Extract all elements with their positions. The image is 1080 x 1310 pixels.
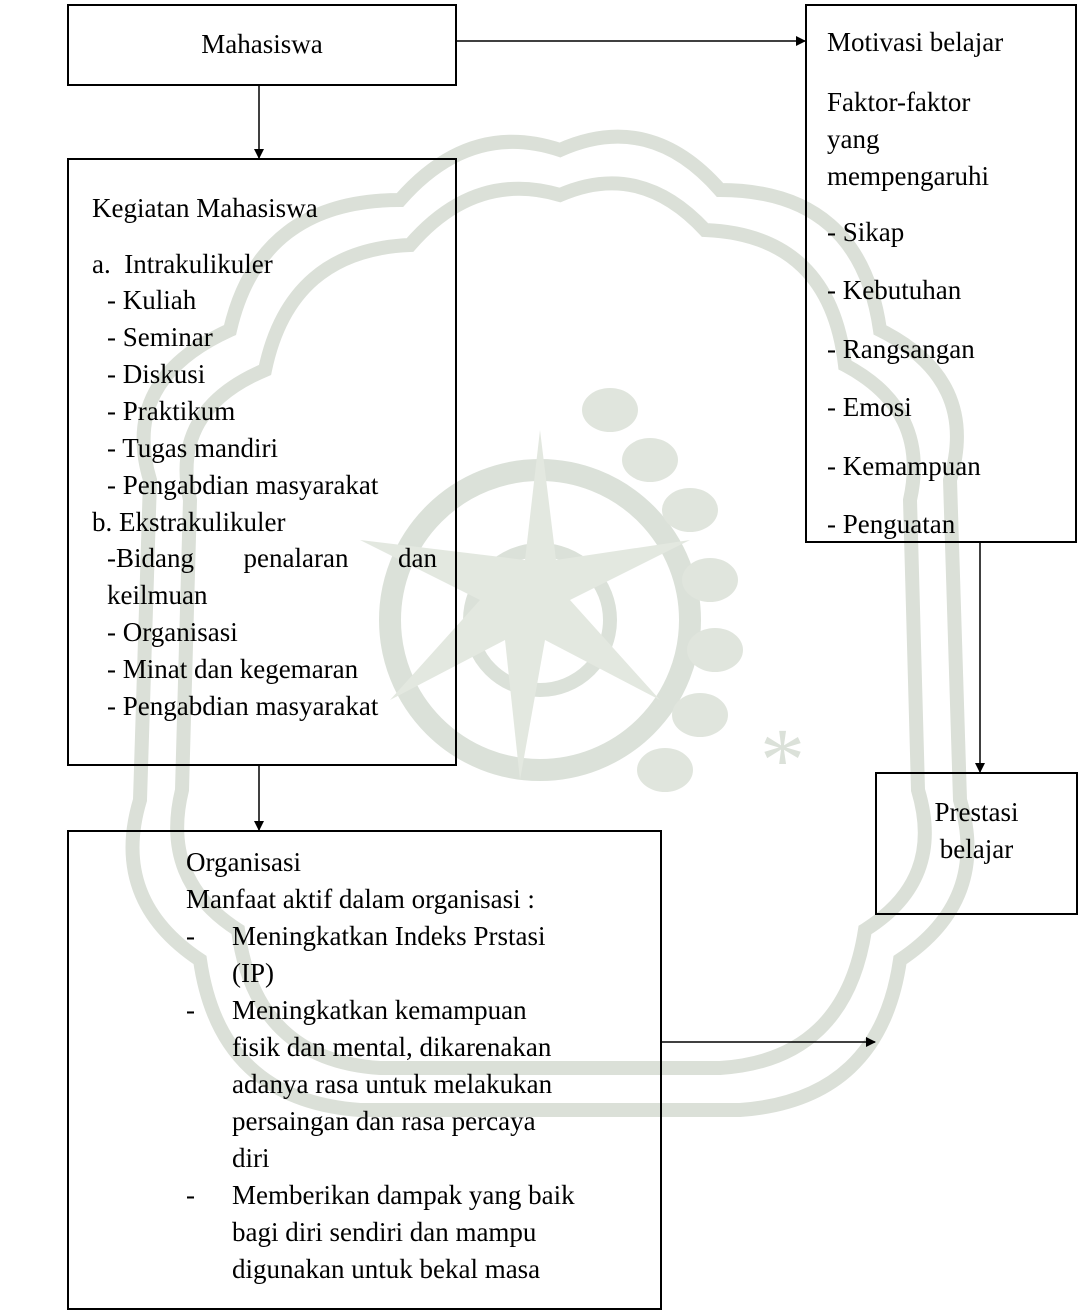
intra-item: - Tugas mandiri: [107, 433, 279, 463]
motivasi-subtitle-3: mempengaruhi: [827, 161, 989, 191]
ekstra-item: - Pengabdian masyarakat: [107, 691, 379, 721]
motivasi-title: Motivasi belajar: [827, 27, 1004, 57]
benefit-bullet: -: [186, 1180, 195, 1210]
benefit-bullet: -: [186, 995, 195, 1025]
benefit-line: bagi diri sendiri dan mampu: [232, 1217, 537, 1247]
box-mahasiswa-title: Mahasiswa: [201, 29, 323, 59]
ekstra-word: penalaran: [243, 543, 349, 573]
factor-item: - Rangsangan: [827, 334, 975, 364]
motivasi-subtitle-2: yang: [827, 124, 880, 154]
factor-item: - Kebutuhan: [827, 275, 962, 305]
ekstra-word: dan: [398, 543, 437, 573]
ekstra-word: -Bidang: [107, 543, 194, 573]
ekstra-label: b. Ekstrakulikuler: [92, 507, 286, 537]
box-motivasi: Motivasi belajar Faktor-faktor yang memp…: [805, 4, 1077, 543]
factor-item: - Kemampuan: [827, 451, 981, 481]
organisasi-subtitle: Manfaat aktif dalam organisasi :: [186, 884, 535, 914]
intra-item: - Kuliah: [107, 285, 197, 315]
ekstra-item: - Organisasi: [107, 617, 238, 647]
benefit-line: Memberikan dampak yang baik: [232, 1180, 575, 1210]
intra-label: a. Intrakulikuler: [92, 249, 273, 279]
organisasi-title: Organisasi: [186, 847, 301, 877]
benefit-line: Meningkatkan kemampuan: [232, 995, 527, 1025]
benefit-line: digunakan untuk bekal masa: [232, 1254, 541, 1284]
benefit-bullet: -: [186, 921, 195, 951]
box-organisasi: Organisasi Manfaat aktif dalam organisas…: [67, 830, 662, 1310]
intra-item: - Praktikum: [107, 396, 236, 426]
prestasi-line: Prestasi: [934, 797, 1019, 827]
benefit-line: diri: [232, 1143, 270, 1173]
motivasi-subtitle-1: Faktor-faktor: [827, 87, 971, 117]
ekstra-first-item-line1: -Bidang penalaran dan: [107, 540, 437, 577]
ekstra-first-item-line2: keilmuan: [107, 580, 208, 610]
benefit-line: persaingan dan rasa percaya: [232, 1106, 536, 1136]
factor-item: - Penguatan: [827, 509, 956, 539]
factor-item: - Emosi: [827, 392, 912, 422]
ekstra-item: - Minat dan kegemaran: [107, 654, 359, 684]
box-kegiatan: Kegiatan Mahasiswa a. Intrakulikuler - K…: [67, 158, 457, 766]
intra-item: - Diskusi: [107, 359, 206, 389]
benefit-line: Meningkatkan Indeks Prstasi: [232, 921, 546, 951]
benefit-line: adanya rasa untuk melakukan: [232, 1069, 553, 1099]
svg-text:*: *: [760, 711, 805, 810]
box-mahasiswa: Mahasiswa: [67, 4, 457, 86]
prestasi-line: belajar: [939, 834, 1014, 864]
intra-item: - Seminar: [107, 322, 213, 352]
benefit-line: fisik dan mental, dikarenakan: [232, 1032, 552, 1062]
kegiatan-title: Kegiatan Mahasiswa: [92, 193, 318, 223]
factor-item: - Sikap: [827, 217, 905, 247]
intra-item: - Pengabdian masyarakat: [107, 470, 379, 500]
benefit-line: (IP): [232, 958, 274, 988]
box-prestasi: Prestasi belajar: [875, 772, 1078, 915]
